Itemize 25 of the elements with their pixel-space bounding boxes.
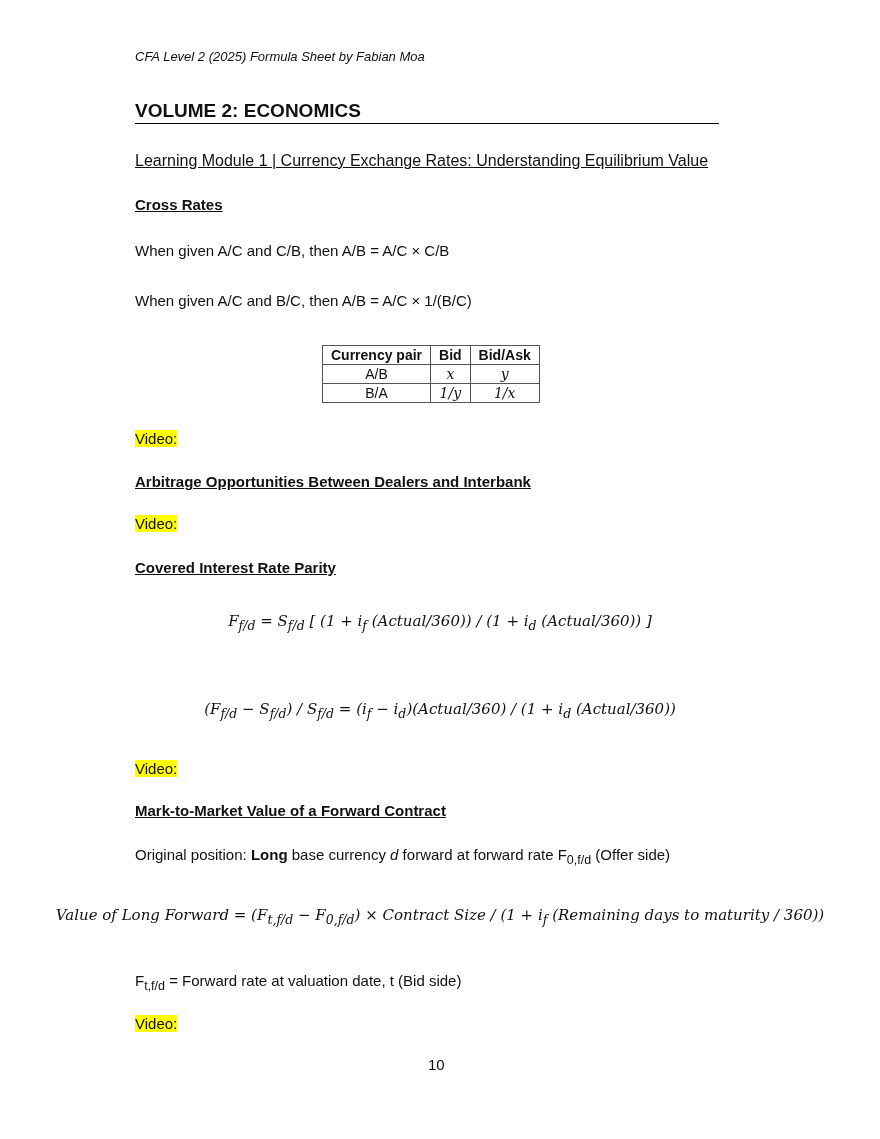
video-label: Video:: [135, 515, 178, 532]
video-label: Video:: [135, 760, 178, 777]
module-heading: Learning Module 1 | Currency Exchange Rates: Understanding Equilibrium Value: [135, 152, 709, 170]
header-cell: Bid: [430, 345, 471, 365]
page-title: VOLUME 2: ECONOMICS: [135, 100, 719, 124]
header-cell: Currency pair: [322, 345, 431, 365]
text-line: When given A/C and C/B, then A/B = A/C × C/B: [135, 242, 450, 259]
section-heading: Arbitrage Opportunities Between Dealers and Interbank: [135, 473, 531, 490]
text-line: F$_{t,f/d}$ = Forward rate at valuation date, t (Bid side): [135, 972, 462, 993]
video-label: Video:: [135, 430, 178, 447]
section-heading: Mark-to-Market Value of a Forward Contract: [135, 802, 446, 819]
section-heading: Cross Rates: [135, 196, 223, 213]
video-label: Video:: [135, 1015, 178, 1032]
header-cell: Bid/Ask: [470, 345, 540, 365]
text-line: When given A/C and B/C, then A/B = A/C × 1/(B/C): [135, 292, 472, 309]
text-line: Original position: Long base currency d forward at forward rate F$_{0,f/d}$ (Offer side): [135, 846, 671, 867]
section-heading: Covered Interest Rate Parity: [135, 559, 336, 576]
page-number: 10: [428, 1056, 445, 1073]
table-cell: A/B: [322, 364, 431, 384]
table-cell: 1/y: [430, 383, 471, 403]
table-cell: B/A: [322, 383, 431, 403]
table-cell: x: [430, 364, 471, 384]
table-cell: 1/x: [470, 383, 540, 403]
running-header: CFA Level 2 (2025) Formula Sheet by Fabian Moa: [135, 49, 425, 64]
table-cell: y: [470, 364, 540, 384]
